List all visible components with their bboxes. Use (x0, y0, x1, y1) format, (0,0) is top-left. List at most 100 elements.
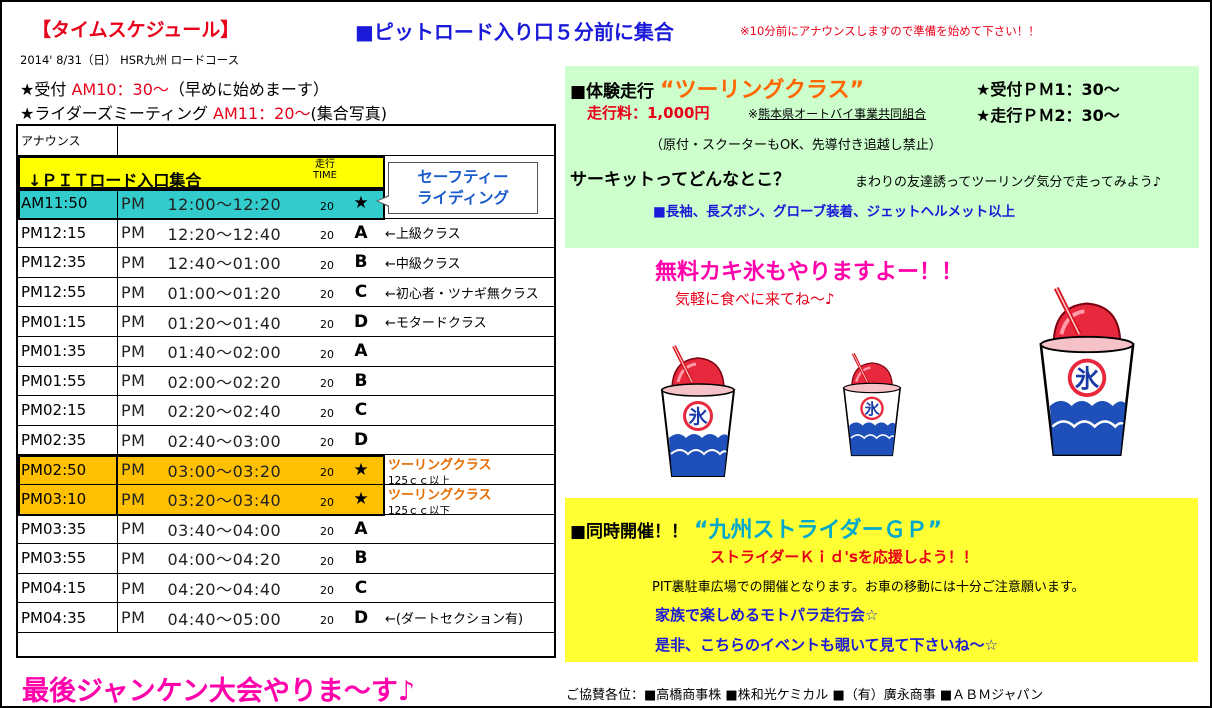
run-duration: 20 (320, 584, 334, 598)
class-code: B (354, 548, 368, 569)
announce-label: アナウンス (18, 126, 118, 155)
experience-fee: 走行料：1,000円 (587, 104, 710, 122)
strider-invite: 是非、こちらのイベントも覗いて見て下さいね〜☆ (655, 636, 998, 654)
class-code: D (353, 311, 369, 332)
run-duration: 20 (320, 465, 334, 479)
run-duration: 20 (320, 525, 334, 539)
cup-ice-char: 氷 (688, 406, 708, 428)
scooter-note: （原付・スクーターもOK、先導付き追越し禁止） (650, 138, 942, 153)
row-highlight (18, 189, 385, 218)
experience-panel (565, 66, 1199, 248)
class-note: ←(ダートセクション有) (385, 612, 524, 628)
row-highlight (18, 485, 385, 514)
run-duration: 20 (320, 613, 334, 627)
run-duration: 20 (320, 436, 334, 450)
class-code: ★ (353, 193, 369, 214)
touring-class-cc: 125ｃｃ以上 (388, 475, 451, 488)
run-duration: 20 (320, 317, 334, 331)
strider-panel (565, 498, 1198, 662)
announce-time: PM03:10 (18, 485, 118, 514)
meeting-line: ★ライダーズミーティング AM11：20〜(集合写真) (20, 104, 388, 123)
run-duration: 20 (320, 347, 334, 361)
page-title: 【タイムスケジュール】 (32, 19, 240, 41)
run-duration: 20 (320, 229, 334, 243)
announce-time: PM02:15 (18, 396, 118, 425)
announce-time: PM12:55 (18, 277, 118, 307)
class-code: C (354, 282, 368, 303)
class-note: ←モタードクラス (385, 316, 487, 332)
pit-gather-label: ↓ＰＩＴロード入口集合 (28, 171, 202, 190)
run-duration: 20 (320, 258, 334, 272)
shaved-ice-cup-small-middle: 氷 (842, 352, 902, 457)
class-code: A (354, 222, 368, 243)
shaved-ice-cup-small-left: 氷 (660, 345, 736, 477)
announce-header-row: アナウンス (18, 126, 554, 156)
cup-ice-char: 氷 (865, 400, 880, 418)
cup-ice-char: 氷 (1075, 364, 1100, 393)
fee-note: ※熊本県オートバイ事業共同組合 (748, 107, 927, 121)
announce-time: PM01:55 (18, 366, 118, 396)
date-venue: 2014' 8/31（日） HSR九州 ロードコース (20, 53, 240, 67)
touring-class-cc: 125ｃｃ以下 (388, 505, 451, 517)
run-duration: 20 (320, 377, 334, 391)
experience-run-time: ★走行ＰＭ2：30〜 (976, 106, 1120, 125)
announce-time: PM02:35 (18, 425, 118, 455)
run-duration: 20 (320, 199, 334, 213)
announce-time: PM04:35 (18, 603, 118, 632)
safety-riding-callout: セーフティー ライディング (376, 162, 538, 214)
class-code: C (354, 578, 368, 599)
class-note: ←中級クラス (385, 256, 461, 272)
announce-time: PM12:15 (18, 218, 118, 248)
run-duration: 20 (320, 554, 334, 568)
pit-gather-banner: ↓ＰＩＴロード入口集合 走行 TIME (18, 156, 385, 190)
announce-time: PM03:55 (18, 544, 118, 573)
class-code: ★ (353, 459, 369, 480)
circuit-question: サーキットってどんなとこ？ (570, 170, 791, 190)
reception-line: ★受付 AM10：30〜（早めに始めまーす） (20, 80, 329, 99)
announce-time: PM03:35 (18, 514, 118, 544)
equipment-requirement: ■長袖、長ズボン、グローブ装着、ジェットヘルメット以上 (653, 204, 1016, 220)
announce-time: PM02:50 (18, 455, 118, 484)
class-code: B (354, 252, 368, 273)
experience-heading: ■体験走行 “ツーリングクラス” (570, 78, 865, 103)
sponsors-line: ご協賛各位：■高橋商事株 ■株和光ケミカル ■（有）廣永商事 ■ＡＢＭジャパン (566, 688, 1044, 703)
strider-family: 家族で楽しめるモトパラ走行会☆ (655, 606, 879, 624)
run-duration: 20 (320, 288, 334, 302)
experience-reception: ★受付ＰＭ1：30〜 (976, 80, 1120, 99)
run-duration: 20 (320, 406, 334, 420)
shaved-ice-cup-large-right: 氷 (1039, 286, 1135, 457)
announce-time: AM11:50 (18, 189, 118, 218)
final-event: 最後ジャンケン大会やりま〜す♪ (22, 676, 416, 707)
touring-class-label: ツーリングクラス (388, 488, 492, 503)
circuit-question-note: まわりの友達誘ってツーリング気分で走ってみよう♪ (855, 175, 1161, 190)
class-code: A (354, 518, 368, 539)
class-code: C (354, 400, 368, 421)
class-note: ←上級クラス (385, 227, 461, 243)
class-code: ★ (353, 489, 369, 510)
announce-time: PM01:15 (18, 307, 118, 336)
